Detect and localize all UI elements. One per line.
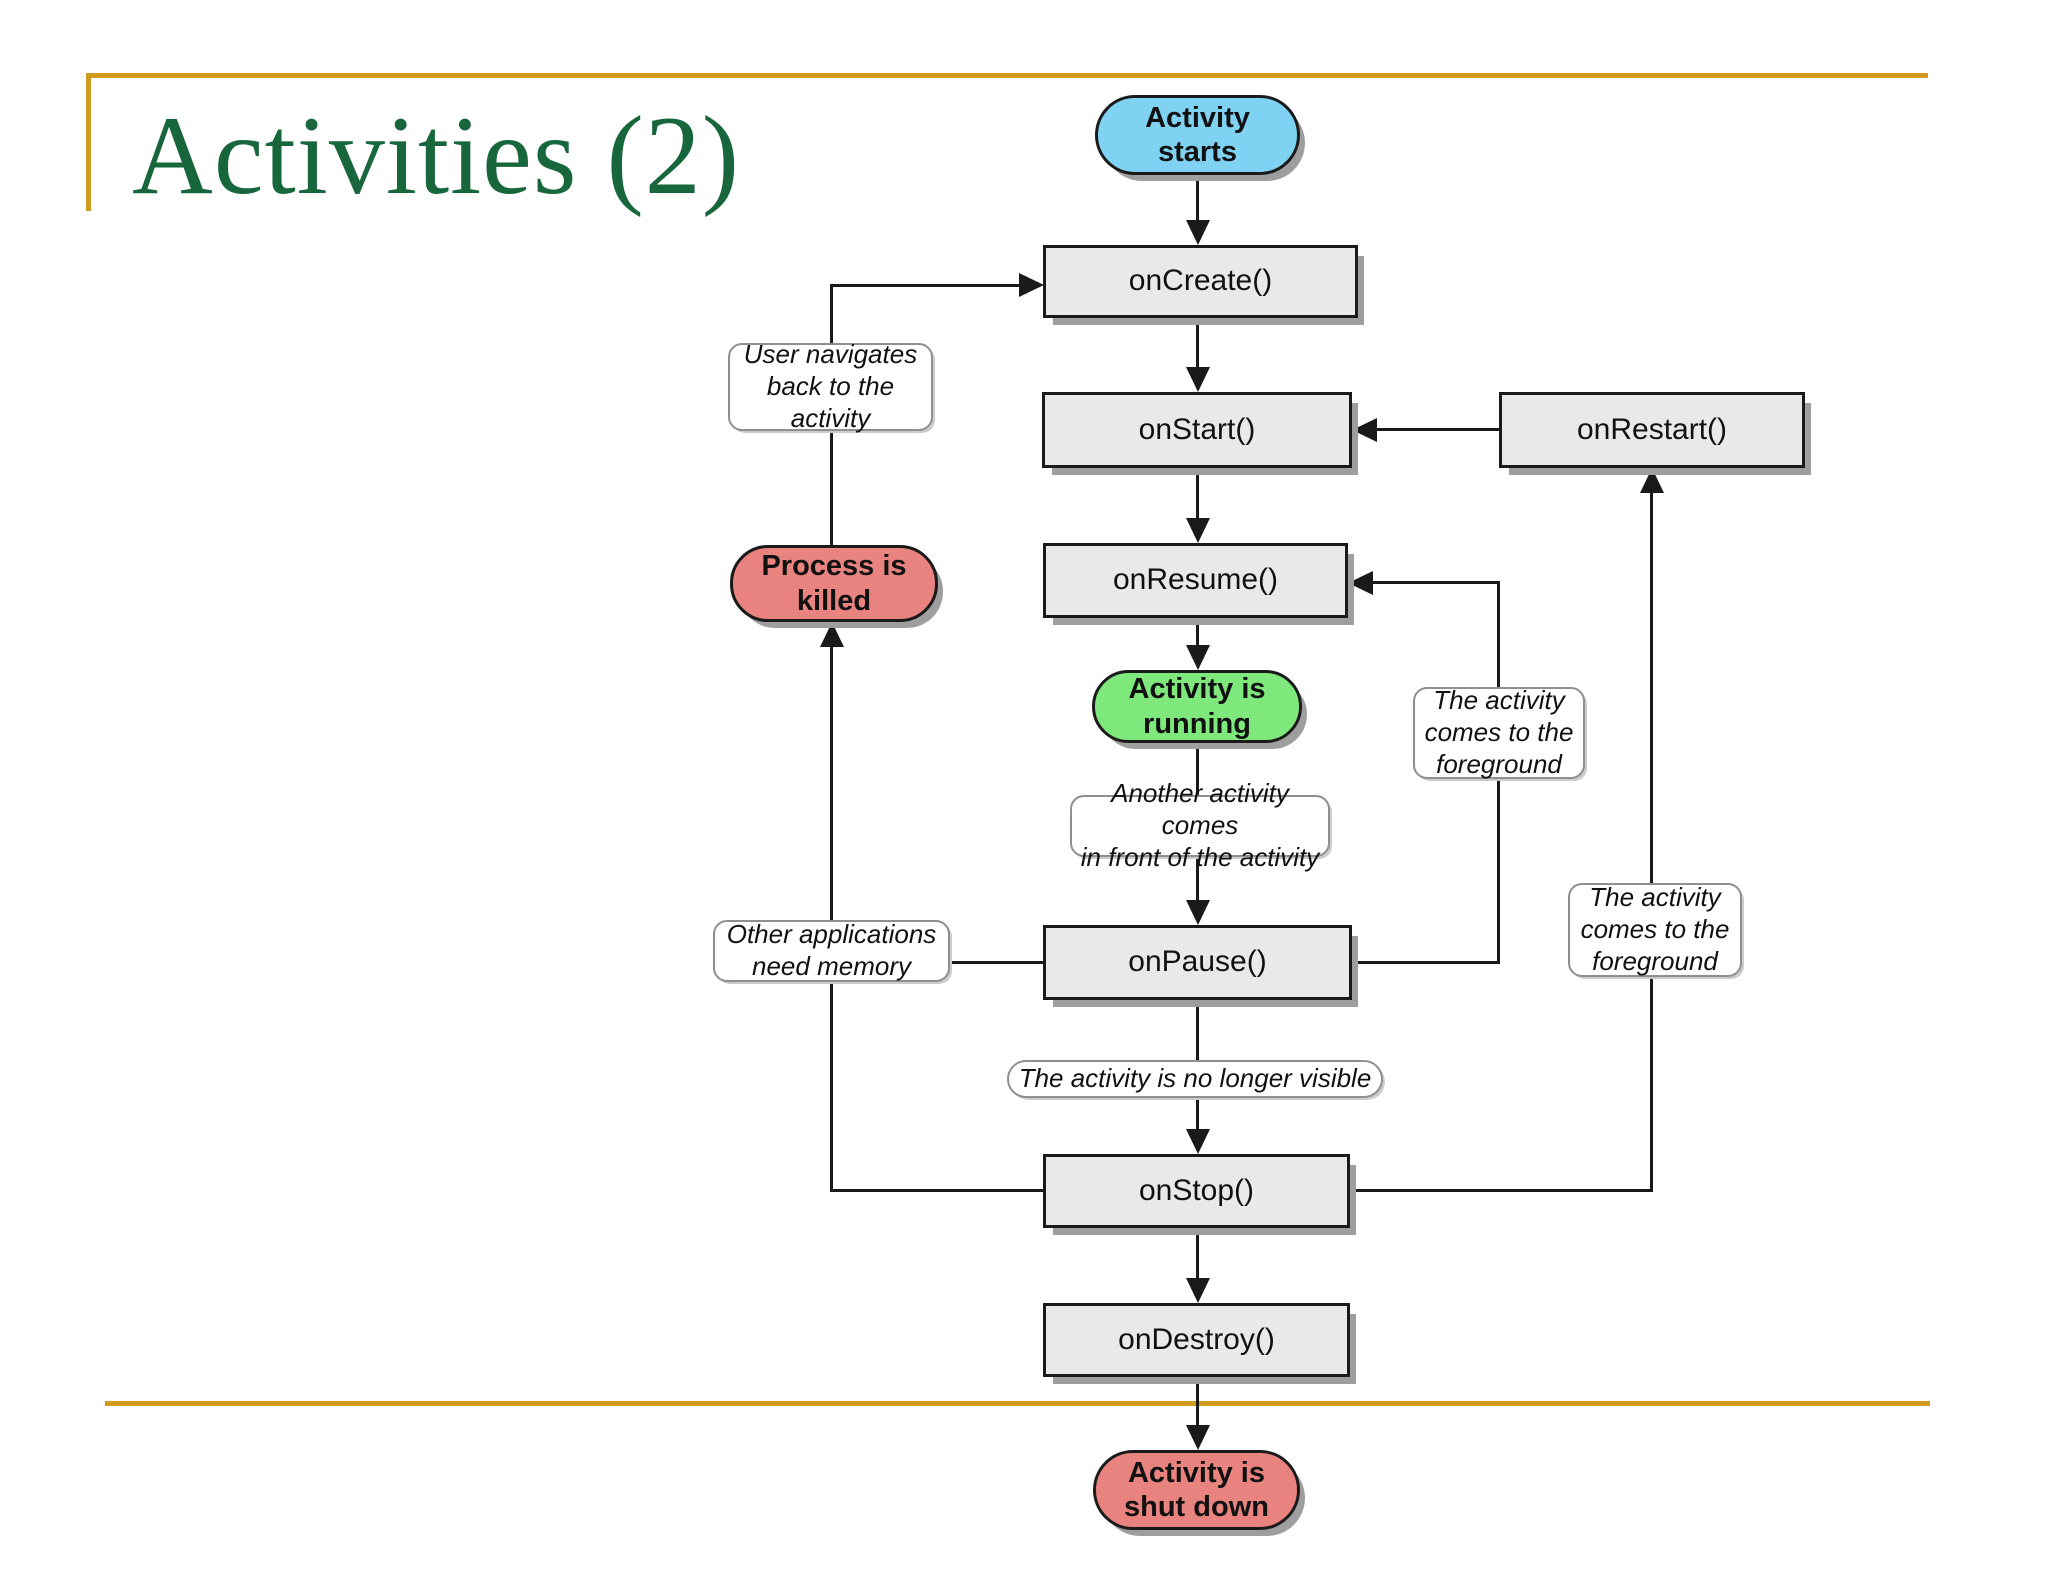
note-no-longer-visible: The activity is no longer visible bbox=[1007, 1060, 1383, 1098]
edge-killed-oncreate-arrow bbox=[1019, 273, 1044, 297]
bottom-gold-divider bbox=[105, 1401, 1930, 1406]
node-activity-shutdown: Activity is shut down bbox=[1093, 1450, 1300, 1530]
note-foreground-left: The activity comes to the foreground bbox=[1413, 685, 1585, 779]
edge-ondestroy-shutdown-line bbox=[1196, 1377, 1199, 1428]
edge-starts-oncreate-line bbox=[1196, 175, 1199, 223]
note-user-navigates: User navigates back to the activity bbox=[728, 339, 933, 433]
edge-onstop-ondestroy-line bbox=[1196, 1228, 1199, 1281]
edge-oncreate-onstart-arrow bbox=[1186, 367, 1210, 392]
edge-onrestart-onstart-line bbox=[1374, 428, 1499, 431]
note-other-apps: Other applications need memory bbox=[713, 919, 950, 982]
edge-onpause-otherapps-h bbox=[946, 961, 1043, 964]
edge-onstop-onrestart-arrow bbox=[1640, 468, 1664, 493]
edge-onpause-onresume-h1 bbox=[1352, 961, 1500, 964]
node-onpause: onPause() bbox=[1043, 925, 1352, 1000]
edge-onstop-onrestart-v bbox=[1650, 490, 1653, 1192]
node-onstart: onStart() bbox=[1042, 392, 1352, 468]
edge-onstop-ondestroy-arrow bbox=[1186, 1278, 1210, 1303]
note-foreground-right: The activity comes to the foreground bbox=[1568, 882, 1742, 977]
node-process-killed: Process is killed bbox=[730, 545, 938, 622]
node-onrestart: onRestart() bbox=[1499, 392, 1805, 468]
node-ondestroy: onDestroy() bbox=[1043, 1303, 1350, 1377]
node-activity-running: Activity is running bbox=[1092, 670, 1302, 743]
edge-onstart-onresume-line bbox=[1196, 468, 1199, 521]
edge-running-onpause-arrow bbox=[1186, 900, 1210, 925]
left-gold-divider bbox=[86, 73, 91, 211]
edge-onpause-onstop-arrow bbox=[1186, 1129, 1210, 1154]
node-onresume: onResume() bbox=[1043, 543, 1348, 618]
edge-onpause-onresume-arrow bbox=[1348, 571, 1373, 595]
edge-onstop-killed-h bbox=[831, 1189, 1043, 1192]
edge-onresume-running-line bbox=[1196, 618, 1199, 648]
edge-onstop-killed-arrow bbox=[820, 622, 844, 647]
node-onstop: onStop() bbox=[1043, 1154, 1350, 1228]
edge-onstop-killed-v bbox=[830, 644, 833, 1192]
edge-starts-oncreate-arrow bbox=[1186, 220, 1210, 245]
note-another-activity: Another activity comes in front of the a… bbox=[1070, 778, 1330, 872]
edge-oncreate-onstart-line bbox=[1196, 318, 1199, 370]
edge-onresume-running-arrow bbox=[1186, 645, 1210, 670]
node-activity-starts: Activity starts bbox=[1095, 95, 1300, 175]
edge-onpause-onresume-h2 bbox=[1371, 581, 1499, 584]
page-title: Activities (2) bbox=[132, 94, 741, 218]
edge-onstop-onrestart-h bbox=[1350, 1189, 1653, 1192]
edge-killed-oncreate-h bbox=[830, 284, 1021, 287]
edge-onrestart-onstart-arrow bbox=[1352, 418, 1377, 442]
node-oncreate: onCreate() bbox=[1043, 245, 1358, 318]
edge-ondestroy-shutdown-arrow bbox=[1186, 1425, 1210, 1450]
top-gold-divider bbox=[86, 73, 1928, 78]
edge-onstart-onresume-arrow bbox=[1186, 518, 1210, 543]
